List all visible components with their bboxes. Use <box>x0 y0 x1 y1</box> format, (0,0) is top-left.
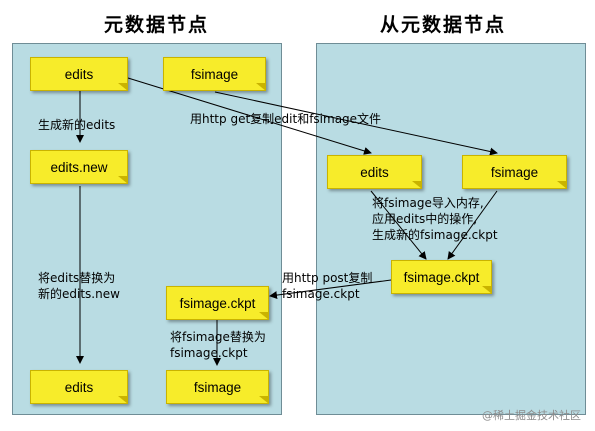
watermark-text: @稀土掘金技术社区 <box>482 409 581 422</box>
final-fsimage-note: fsimage <box>166 370 269 404</box>
secondary-edits-note: edits <box>327 155 422 189</box>
final-edits-note: edits <box>30 370 128 404</box>
secondary-node-heading: 从元数据节点 <box>380 14 507 36</box>
secondary-ckpt-note: fsimage.ckpt <box>391 260 492 294</box>
replace-edits-label-line2: 新的edits.new <box>38 287 120 301</box>
http-get-label: 用http get复制edit和fsimage文件 <box>190 112 382 126</box>
primary-ckpt-note: fsimage.ckpt <box>166 286 269 320</box>
arrow-secondary-edits-to-ckpt <box>370 190 427 260</box>
edits-note: edits <box>30 57 128 91</box>
replace-fsimage-label-line2: fsimage.ckpt <box>170 346 248 360</box>
merge-label-line3: 生成新的fsimage.ckpt <box>372 228 498 242</box>
replace-fsimage-label-line1: 将fsimage替换为 <box>170 330 266 344</box>
secondary-fsimage-note: fsimage <box>462 155 567 189</box>
http-post-label-line2: fsimage.ckpt <box>282 287 360 301</box>
arrow-secondary-fsimage-to-ckpt <box>447 190 498 260</box>
fsimage-note: fsimage <box>163 57 266 91</box>
primary-node-panel <box>12 43 282 415</box>
arrow-fsimage-to-secondary-fsimage <box>214 91 498 156</box>
secondary-node-panel <box>316 43 586 415</box>
replace-edits-label-line1: 将edits替换为 <box>38 271 116 285</box>
generate-edits-label: 生成新的edits <box>38 118 116 132</box>
merge-label-line2: 应用edits中的操作, <box>372 212 478 226</box>
edits-new-note: edits.new <box>30 150 128 184</box>
primary-node-heading: 元数据节点 <box>104 14 210 36</box>
http-post-label-line1: 用http post复制 <box>282 271 373 285</box>
arrow-ckpt-to-primary-ckpt <box>269 279 392 300</box>
merge-label-line1: 将fsimage导入内存, <box>372 196 484 210</box>
